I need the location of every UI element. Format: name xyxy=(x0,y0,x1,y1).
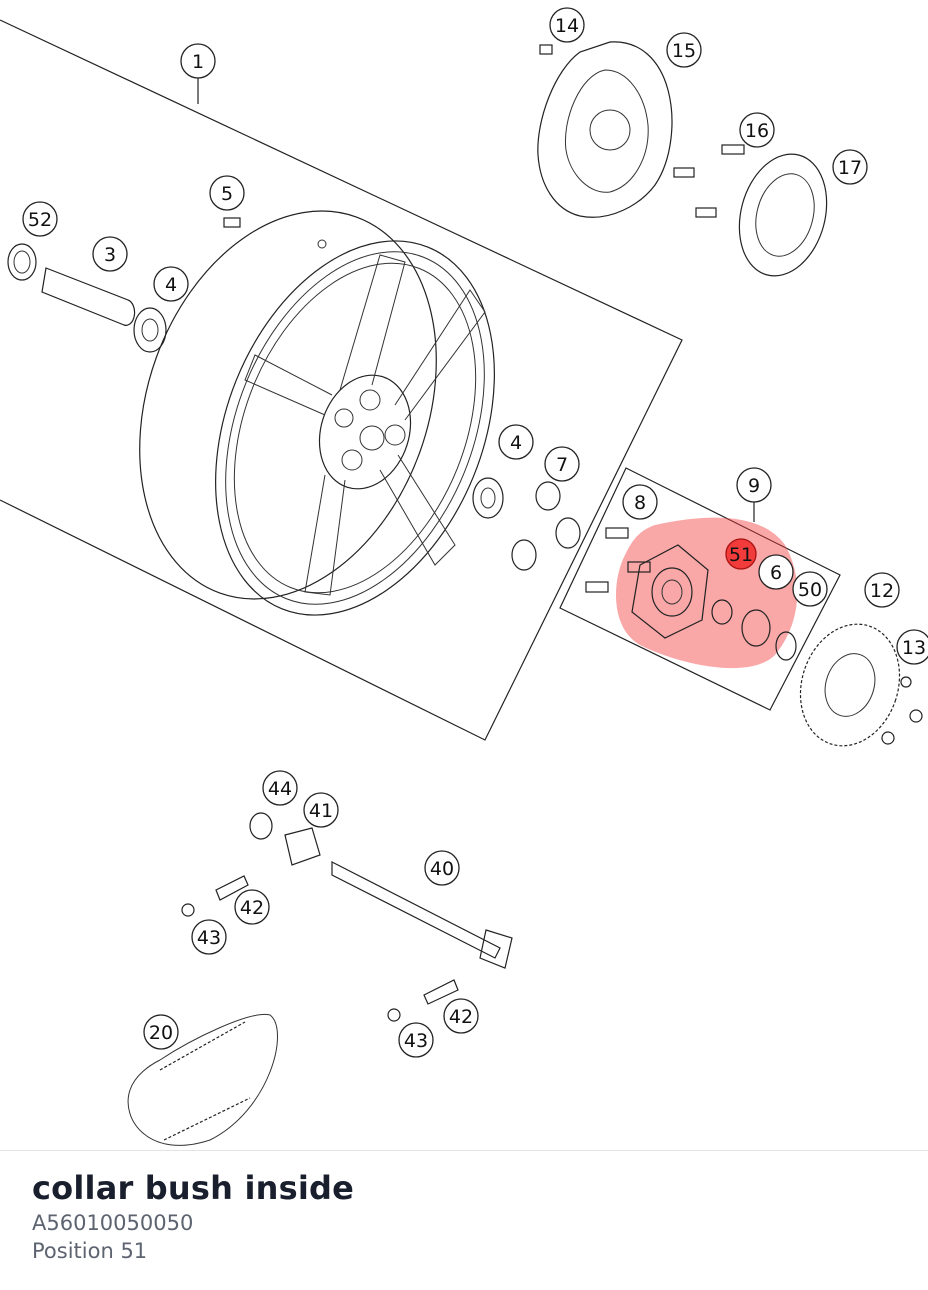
wheel-group-frame xyxy=(0,19,683,741)
label-4a[interactable]: 4 xyxy=(153,266,189,302)
svg-text:43: 43 xyxy=(197,927,221,949)
label-16[interactable]: 16 xyxy=(739,112,775,148)
part-info-footer: collar bush inside A56010050050 Position… xyxy=(0,1150,928,1290)
label-40[interactable]: 40 xyxy=(424,850,460,886)
svg-text:4: 4 xyxy=(510,432,522,454)
label-50[interactable]: 50 xyxy=(792,571,828,607)
svg-text:50: 50 xyxy=(798,579,822,601)
hub-parts xyxy=(585,527,797,661)
svg-text:3: 3 xyxy=(104,244,116,266)
label-5[interactable]: 5 xyxy=(209,175,245,211)
part-name: collar bush inside xyxy=(32,1169,355,1207)
svg-text:6: 6 xyxy=(770,562,782,584)
svg-text:15: 15 xyxy=(672,40,696,62)
part-number: A56010050050 xyxy=(32,1211,194,1235)
svg-text:52: 52 xyxy=(28,209,52,231)
svg-text:20: 20 xyxy=(149,1022,173,1044)
label-15[interactable]: 15 xyxy=(666,32,702,68)
label-8[interactable]: 8 xyxy=(622,484,658,520)
svg-text:1: 1 xyxy=(192,51,204,73)
rear-axle-assembly xyxy=(181,812,513,1022)
label-44[interactable]: 44 xyxy=(262,770,298,806)
sprocket-carrier-plate xyxy=(738,153,828,277)
label-51-highlighted[interactable]: 51 xyxy=(725,538,757,570)
rear-sprocket xyxy=(799,623,923,747)
svg-text:44: 44 xyxy=(268,778,292,800)
svg-text:51: 51 xyxy=(729,544,753,566)
spacers-and-bearings xyxy=(7,243,581,571)
highlighted-part-area xyxy=(615,517,798,669)
svg-text:9: 9 xyxy=(748,475,760,497)
svg-text:12: 12 xyxy=(870,580,894,602)
label-13[interactable]: 13 xyxy=(896,629,928,665)
svg-text:5: 5 xyxy=(221,183,233,205)
label-43b[interactable]: 43 xyxy=(398,1022,434,1058)
svg-text:13: 13 xyxy=(902,637,926,659)
label-52[interactable]: 52 xyxy=(22,201,58,237)
label-9[interactable]: 9 xyxy=(736,467,772,503)
svg-text:43: 43 xyxy=(404,1030,428,1052)
svg-text:7: 7 xyxy=(556,454,568,476)
label-4b[interactable]: 4 xyxy=(498,424,534,460)
label-20[interactable]: 20 xyxy=(143,1014,179,1050)
svg-text:14: 14 xyxy=(555,15,579,37)
hub-group-frame xyxy=(559,467,841,711)
brake-disc xyxy=(537,41,673,218)
label-12[interactable]: 12 xyxy=(864,572,900,608)
svg-text:42: 42 xyxy=(449,1006,473,1028)
svg-text:17: 17 xyxy=(838,157,862,179)
label-7[interactable]: 7 xyxy=(544,446,580,482)
label-41[interactable]: 41 xyxy=(303,792,339,828)
svg-text:41: 41 xyxy=(309,800,333,822)
svg-text:16: 16 xyxy=(745,120,769,142)
label-43a[interactable]: 43 xyxy=(191,919,227,955)
rear-wheel-rim xyxy=(139,210,495,616)
label-3[interactable]: 3 xyxy=(92,236,128,272)
position-labels: 1 3 4 4 5 6 7 8 9 12 13 14 15 16 17 20 4… xyxy=(22,7,928,1058)
label-14[interactable]: 14 xyxy=(549,7,585,43)
svg-text:8: 8 xyxy=(634,492,646,514)
small-bolts xyxy=(223,44,745,228)
exploded-parts-diagram: 1 3 4 4 5 6 7 8 9 12 13 14 15 16 17 20 4… xyxy=(0,7,928,1146)
svg-text:42: 42 xyxy=(240,897,264,919)
label-42a[interactable]: 42 xyxy=(234,889,270,925)
part-position: Position 51 xyxy=(32,1239,148,1263)
label-17[interactable]: 17 xyxy=(832,149,868,185)
label-1[interactable]: 1 xyxy=(180,43,216,79)
svg-text:4: 4 xyxy=(165,274,177,296)
label-42b[interactable]: 42 xyxy=(443,998,479,1034)
label-6[interactable]: 6 xyxy=(758,554,794,590)
drive-chain xyxy=(127,1013,278,1146)
svg-text:40: 40 xyxy=(430,858,454,880)
